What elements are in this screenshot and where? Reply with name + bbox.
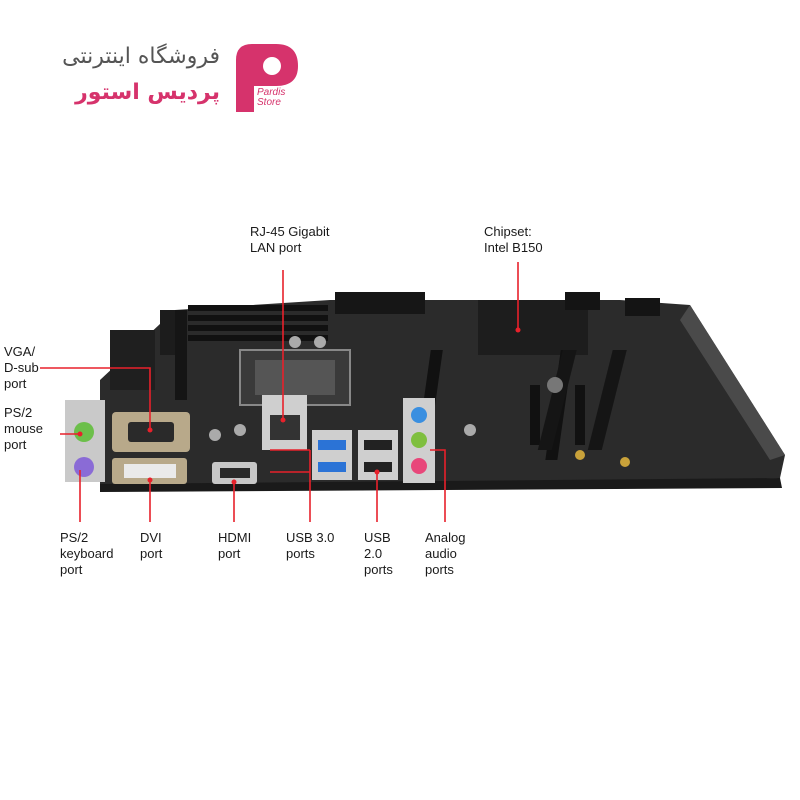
callout-lines (40, 262, 519, 522)
ps2-mouse-port (74, 422, 94, 442)
callout-dots (77, 327, 521, 485)
store-name-line1: فروشگاه اینترنتی (62, 44, 220, 69)
callout-audio (430, 449, 446, 522)
pardis-logo-icon (236, 44, 298, 112)
label-usb30: USB 3.0 ports (286, 530, 335, 561)
label-hdmi: HDMI port (218, 530, 252, 561)
label-rj45: RJ-45 Gigabit LAN port (250, 224, 330, 255)
usb30-ports (312, 430, 352, 480)
label-usb20: USB 2.0 ports (364, 530, 393, 577)
ps2-keyboard-port (74, 457, 94, 477)
store-brand-text: Pardis Store (257, 87, 286, 108)
callout-vga (40, 367, 151, 430)
label-dvi: DVI port (140, 530, 163, 561)
label-ps2-mouse: PS/2 mouse port (4, 405, 44, 452)
store-name-line2: پردیس استور (75, 80, 220, 105)
label-chipset: Chipset: Intel B150 (484, 224, 543, 255)
label-ps2-keyboard: PS/2 keyboard port (60, 530, 114, 577)
label-audio: Analog audio ports (425, 530, 466, 577)
label-vga: VGA/ D-sub port (4, 344, 39, 391)
